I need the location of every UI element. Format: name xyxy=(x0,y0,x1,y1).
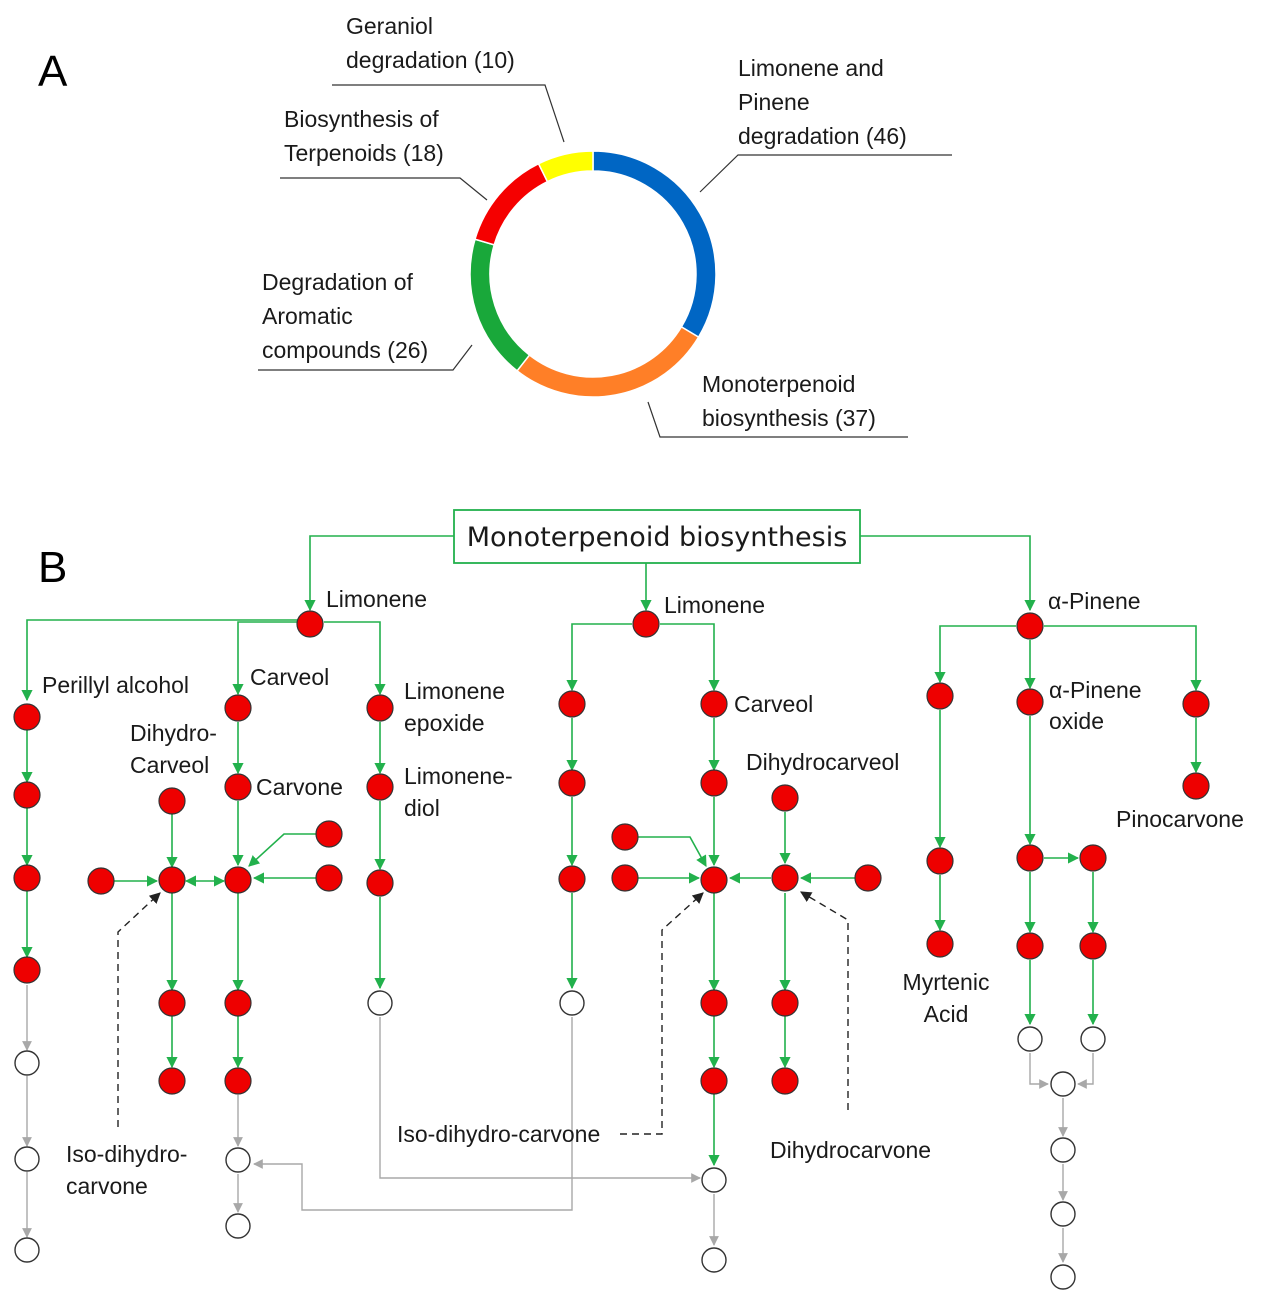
label-iso-dihydro-carvone-left-line1: Iso-dihydro- xyxy=(66,1141,187,1167)
label-iso-dihydro-carvone-left-line2: carvone xyxy=(66,1173,148,1199)
label-limonene-pinene-line2: Pinene xyxy=(738,89,810,115)
panel-b-label: B xyxy=(38,543,67,592)
red-nodes xyxy=(13,610,1210,1095)
label-monoterpenoid-line2: biosynthesis (37) xyxy=(702,405,876,431)
node-labels: Limonene Perillyl alcohol Carveol Limone… xyxy=(42,586,1244,1199)
label-limonene-2: Limonene xyxy=(664,592,765,618)
label-iso-dihydro-carvone-mid: Iso-dihydro-carvone xyxy=(397,1121,600,1147)
leader-line-aromatic xyxy=(258,344,473,371)
panel-a-label: A xyxy=(38,47,68,96)
label-myrtenic-acid-line2: Acid xyxy=(924,1001,969,1027)
node-limonene-diol xyxy=(366,773,394,801)
node-dihydrocarveol-2 xyxy=(771,784,799,812)
leader-line-monoterpenoid xyxy=(647,401,908,438)
leader-line-terpenoids xyxy=(280,177,488,201)
label-aromatic-line1: Degradation of xyxy=(262,269,413,295)
label-dihydrocarveol: Dihydrocarveol xyxy=(746,749,899,775)
label-geraniol-line2: degradation (10) xyxy=(346,47,515,73)
donut-chart xyxy=(469,150,717,398)
donut-segment-0 xyxy=(592,150,717,339)
diagram-title: Monoterpenoid biosynthesis xyxy=(467,522,848,553)
label-limonene-1: Limonene xyxy=(326,586,427,612)
label-alpha-pinene: α-Pinene xyxy=(1048,588,1141,614)
label-monoterpenoid-line1: Monoterpenoid xyxy=(702,371,855,397)
white-nodes xyxy=(14,990,1106,1290)
label-myrtenic-acid-line1: Myrtenic xyxy=(903,969,990,995)
label-carveol-2: Carveol xyxy=(734,691,813,717)
label-aromatic-line2: Aromatic xyxy=(262,303,353,329)
label-aromatic-line3: compounds (26) xyxy=(262,337,428,363)
label-limonene-pinene-line3: degradation (46) xyxy=(738,123,907,149)
title-box xyxy=(453,509,861,564)
label-terpenoids-line2: Terpenoids (18) xyxy=(284,140,444,166)
label-limonene-epoxide-line2: epoxide xyxy=(404,710,485,736)
dashed-edges xyxy=(117,891,849,1135)
label-pinocarvone: Pinocarvone xyxy=(1116,806,1244,832)
label-carveol-1: Carveol xyxy=(250,664,329,690)
label-terpenoids-line1: Biosynthesis of xyxy=(284,106,439,132)
label-dihydrocarveol-line1: Dihydro- xyxy=(130,720,217,746)
node-limonene-epoxide xyxy=(366,694,394,722)
label-perillyl-alcohol: Perillyl alcohol xyxy=(42,672,189,698)
label-limonene-epoxide-line1: Limonene xyxy=(404,678,505,704)
label-limonene-pinene-line1: Limonene and xyxy=(738,55,884,81)
node-carveol-2 xyxy=(700,690,728,718)
donut-segment-2 xyxy=(469,238,531,372)
label-dihydrocarveol-line2: Carveol xyxy=(130,752,209,778)
node-myrtenic-acid xyxy=(926,930,954,958)
label-alpha-pinene-oxide-line2: oxide xyxy=(1049,708,1104,734)
donut-segment-4 xyxy=(537,150,594,183)
node-carveol-1 xyxy=(224,694,252,722)
label-limonene-diol-line2: diol xyxy=(404,795,440,821)
leader-line-limonene-pinene xyxy=(699,154,952,193)
node-limonene-1 xyxy=(296,610,324,638)
node-pinocarvone xyxy=(1182,772,1210,800)
gray-edges xyxy=(22,985,1094,1263)
node-alpha-pinene-oxide xyxy=(1016,688,1044,716)
node-limonene-2 xyxy=(632,610,660,638)
node-dihydrocarveol-1 xyxy=(158,787,186,815)
node-carvone xyxy=(224,773,252,801)
node-alpha-pinene xyxy=(1016,612,1044,640)
label-limonene-diol-line1: Limonene- xyxy=(404,763,513,789)
label-geraniol-line1: Geraniol xyxy=(346,13,433,39)
green-edges xyxy=(21,535,1202,1167)
label-dihydrocarvone: Dihydrocarvone xyxy=(770,1137,931,1163)
leader-line-geraniol xyxy=(332,84,565,143)
label-alpha-pinene-oxide-line1: α-Pinene xyxy=(1049,677,1142,703)
donut-segment-3 xyxy=(474,162,549,246)
label-carvone: Carvone xyxy=(256,774,343,800)
donut-segment-1 xyxy=(516,325,700,398)
